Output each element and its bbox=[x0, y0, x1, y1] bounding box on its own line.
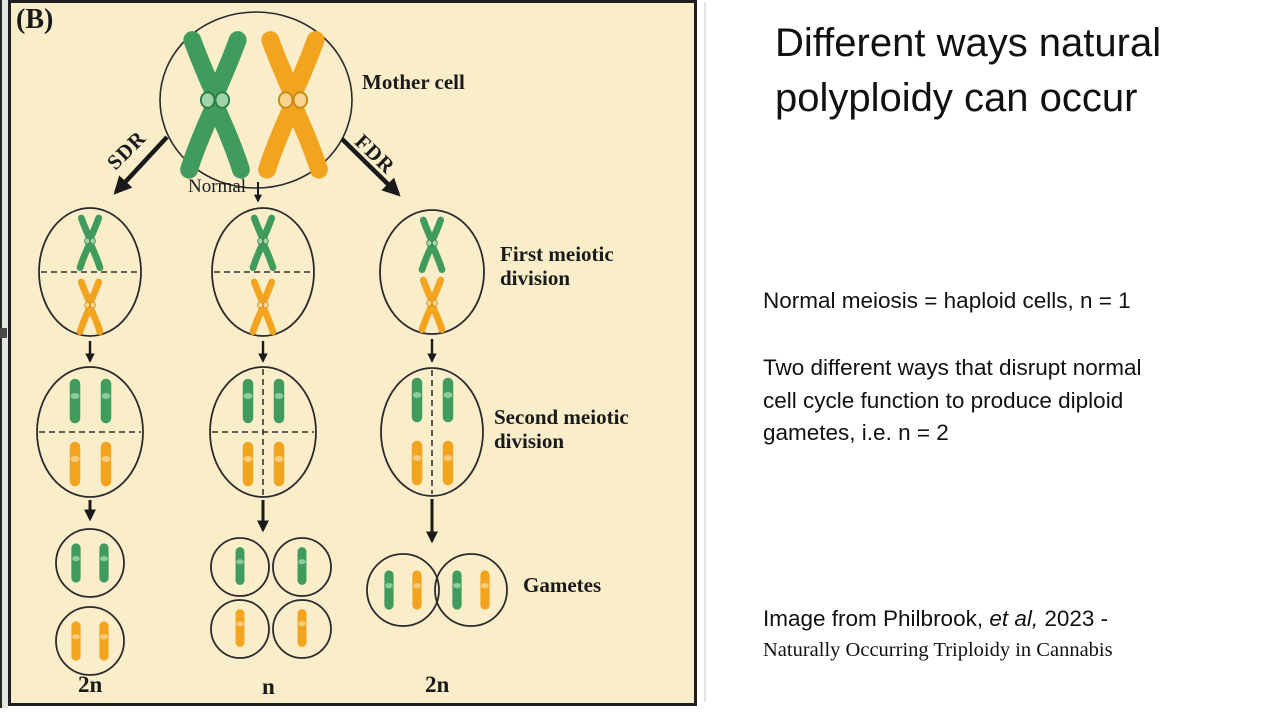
panel-label: (B) bbox=[16, 4, 54, 35]
normal-first-cell bbox=[211, 207, 315, 337]
normal-label: Normal bbox=[188, 176, 247, 197]
citation-part3: 2023 - bbox=[1044, 606, 1109, 631]
left-edge-strip bbox=[2, 0, 8, 708]
ploidy-label-fdr: 2n bbox=[425, 672, 450, 697]
mother-cell-label: Mother cell bbox=[362, 70, 465, 94]
first-division-cells bbox=[38, 207, 485, 337]
gametes-label: Gametes bbox=[523, 573, 602, 597]
ploidy-label-normal: n bbox=[262, 674, 275, 699]
normal-gametes bbox=[210, 537, 332, 659]
division-arrows-2 bbox=[84, 499, 438, 544]
sdr-first-cell bbox=[38, 207, 142, 337]
second-division-cells bbox=[36, 366, 484, 498]
citation-part1: Image from Philbrook, bbox=[763, 606, 990, 631]
mother-cell bbox=[159, 11, 353, 189]
citation-etal: et al, bbox=[989, 606, 1045, 631]
first-division-label: First meiotic division bbox=[500, 242, 614, 291]
normal-second-cell bbox=[209, 366, 317, 498]
ploidy-label-sdr: 2n bbox=[78, 672, 103, 697]
division-arrows-1 bbox=[85, 339, 437, 363]
fdr-first-cell bbox=[379, 209, 485, 335]
sdr-second-cell bbox=[36, 366, 144, 498]
citation-line2: Naturally Occurring Triploidy in Cannabi… bbox=[763, 639, 1113, 661]
second-division-label: Second meiotic division bbox=[494, 405, 629, 454]
sdr-gametes bbox=[55, 528, 125, 676]
slide-title: Different ways natural polyploidy can oc… bbox=[775, 21, 1162, 121]
body-paragraph: Two different ways that disrupt normal c… bbox=[763, 355, 1142, 446]
fdr-second-cell bbox=[380, 367, 484, 497]
branch-arrows bbox=[113, 135, 401, 203]
diagram-panel bbox=[8, 0, 697, 706]
citation-line1: Image from Philbrook, et al, 2023 - bbox=[763, 606, 1263, 632]
gametes bbox=[55, 528, 508, 676]
left-edge-line bbox=[0, 0, 2, 708]
fdr-gametes bbox=[366, 553, 508, 627]
body-line: Normal meiosis = haploid cells, n = 1 bbox=[763, 288, 1131, 313]
